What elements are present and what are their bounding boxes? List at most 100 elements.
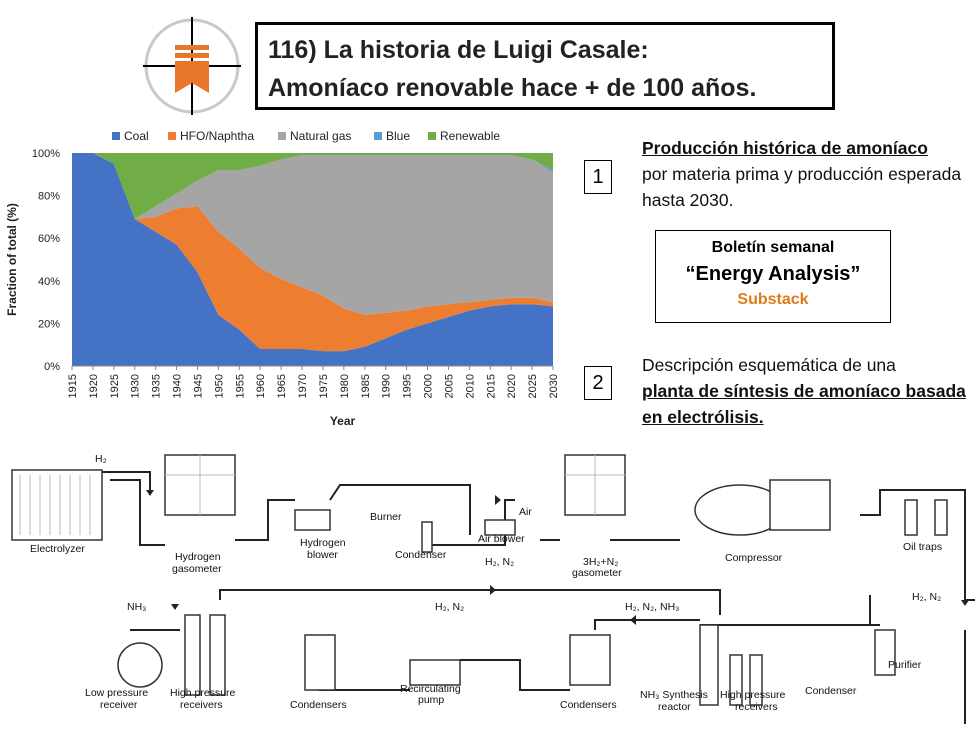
label-hp-receivers-l2: receivers [180, 699, 223, 711]
x-tick-label: 1950 [213, 374, 225, 398]
label-hydrogen-gasometer-2: gasometer [172, 563, 222, 575]
label-synthesis-reactor-2: reactor [658, 701, 691, 713]
x-tick-label: 1965 [276, 374, 288, 398]
label-burner: Burner [370, 511, 402, 523]
y-tick-label: 40% [38, 276, 60, 288]
bulletin-line-2: “Energy Analysis” [685, 263, 861, 285]
x-tick-label: 2015 [485, 374, 497, 398]
legend-swatch-blue [374, 132, 382, 140]
x-tick-label: 1935 [151, 374, 163, 398]
legend-swatch-coal [112, 132, 120, 140]
label-condensers-mid: Condensers [560, 699, 617, 711]
label-h2n2nh3: H₂, N₂, NH₃ [625, 601, 679, 613]
label-hydrogen-blower-1: Hydrogen [300, 537, 346, 549]
label-condenser-bottom: Condenser [805, 685, 857, 697]
bulletin-substack: Substack [737, 291, 809, 308]
number-badge-2: 2 [584, 366, 612, 400]
note-1: Producción histórica de amoníaco por mat… [642, 135, 972, 213]
label-hydrogen-blower-2: blower [307, 549, 338, 561]
x-tick-label: 1990 [381, 374, 393, 398]
title-line-1: 116) La historia de Luigi Casale: [268, 36, 649, 64]
label-purifier: Purifier [888, 659, 922, 671]
label-electrolyzer: Electrolyzer [30, 543, 85, 555]
x-tick-label: 2025 [527, 374, 539, 398]
legend-swatch-renewable [428, 132, 436, 140]
label-nh3: NH₃ [127, 601, 146, 613]
title-line-2: Amoníaco renovable hace + de 100 años. [268, 74, 757, 102]
x-tick-label: 2000 [423, 374, 435, 398]
label-lp-receiver-2: receiver [100, 699, 138, 711]
label-gasometer-3h2-1: 3H₂+N₂ [583, 556, 618, 568]
note-1-text: por materia prima y producción esperada … [642, 164, 962, 210]
x-tick-label: 1940 [172, 374, 184, 398]
label-h2n2-mid: H₂, N₂ [435, 601, 464, 613]
y-tick-label: 0% [44, 361, 60, 373]
label-h2n2-right: H₂, N₂ [912, 591, 941, 603]
label-hp-receivers-r2: receivers [735, 701, 778, 713]
note-2-text: Descripción esquemática de una [642, 355, 896, 375]
y-tick-label: 80% [38, 191, 60, 203]
x-tick-label: 1985 [360, 374, 372, 398]
logo [143, 17, 241, 115]
electrolysis-ammonia-plant-schematic: H₂ Electrolyzer Hydrogen gasometer Hydro… [0, 440, 979, 725]
note-2: Descripción esquemática de una planta de… [642, 352, 972, 430]
legend-swatch-natural-gas [278, 132, 286, 140]
y-tick-label: 20% [38, 318, 60, 330]
note-1-heading: Producción histórica de amoníaco [642, 138, 928, 158]
label-recirculating-1: Recirculating [400, 683, 461, 695]
x-tick-label: 1920 [88, 374, 100, 398]
area-series-hfo-naphtha [72, 153, 553, 352]
label-hp-receivers-l1: High pressure [170, 687, 236, 699]
x-tick-label: 2010 [464, 374, 476, 398]
y-tick-label: 60% [38, 233, 60, 245]
x-tick-label: 1960 [255, 374, 267, 398]
bulletin-box: Boletín semanal “Energy Analysis” Substa… [655, 230, 891, 323]
area-series-coal [72, 153, 553, 366]
x-axis-label: Year [330, 414, 356, 428]
x-tick-label: 2030 [548, 374, 560, 398]
logo-crosshair-icon [143, 17, 241, 115]
x-tick-label: 1945 [192, 374, 204, 398]
label-compressor: Compressor [725, 552, 783, 564]
label-hp-receivers-r1: High pressure [720, 689, 786, 701]
x-tick-label: 1925 [109, 374, 121, 398]
label-h2: H₂ [95, 453, 107, 465]
label-air-blower: Air blower [478, 533, 525, 545]
x-tick-label: 1975 [318, 374, 330, 398]
label-condenser-top: Condenser [395, 549, 447, 561]
area-series-renewable [72, 153, 553, 219]
label-oil-traps: Oil traps [903, 541, 942, 553]
x-tick-label: 1970 [297, 374, 309, 398]
legend-label: Coal [124, 129, 149, 143]
legend-label: Natural gas [290, 129, 351, 143]
label-gasometer-3h2-2: gasometer [572, 567, 622, 579]
label-hydrogen-gasometer-1: Hydrogen [175, 551, 221, 563]
note-2-heading: planta de síntesis de amoníaco basada en… [642, 381, 966, 427]
label-condensers-left: Condensers [290, 699, 347, 711]
legend-label: Renewable [440, 129, 500, 143]
x-tick-label: 2020 [506, 374, 518, 398]
x-tick-label: 1995 [402, 374, 414, 398]
chart-svg: 0% 20% 40% 60% 80% 100% 1915 1920 1925 1930 1935 19… [5, 129, 560, 428]
schematic-svg: H₂ Electrolyzer Hydrogen gasometer Hydro… [11, 453, 975, 725]
y-tick-label: 100% [32, 148, 60, 160]
legend-label: Blue [386, 129, 410, 143]
label-synthesis-reactor-1: NH₃ Synthesis [640, 689, 708, 701]
label-h2n2-top: H₂, N₂ [485, 556, 514, 568]
bulletin-line-1: Boletín semanal [711, 239, 835, 256]
legend-label: HFO/Naphtha [180, 129, 254, 143]
x-tick-label: 1915 [67, 374, 79, 398]
y-axis-label: Fraction of total (%) [5, 203, 19, 316]
number-badge-1: 1 [584, 160, 612, 194]
x-tick-label: 1930 [130, 374, 142, 398]
label-lp-receiver-1: Low pressure [85, 687, 148, 699]
title-box: 116) La historia de Luigi Casale: Amonía… [255, 22, 835, 110]
x-tick-label: 1980 [339, 374, 351, 398]
ammonia-feedstock-chart: 0% 20% 40% 60% 80% 100% 1915 1920 1925 1930 1935 19… [0, 120, 570, 435]
label-recirculating-2: pump [418, 694, 444, 706]
x-tick-label: 1955 [234, 374, 246, 398]
label-air: Air [519, 506, 532, 518]
x-tick-label: 2005 [443, 374, 455, 398]
area-series-natural-gas [72, 153, 553, 315]
legend-swatch-hfo-naphtha [168, 132, 176, 140]
